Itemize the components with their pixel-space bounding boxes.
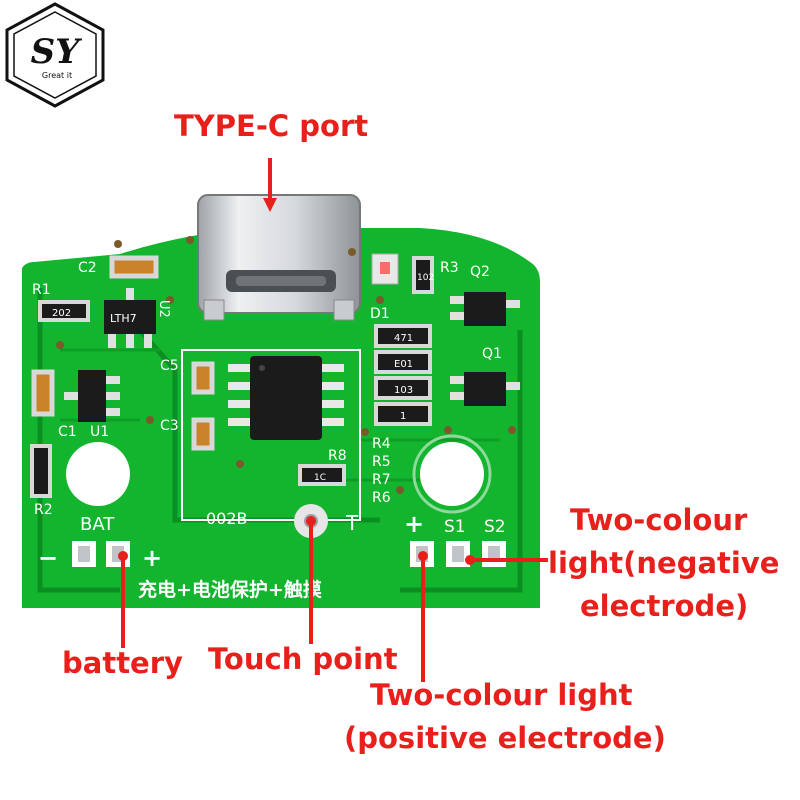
label-lth7: LTH7: [110, 312, 137, 325]
label-471: 471: [394, 333, 413, 344]
resistor-stack: [374, 324, 432, 426]
callout-lines: [121, 158, 548, 682]
pcb-board: [22, 194, 540, 608]
label-t: T: [345, 511, 359, 535]
label-q1: Q1: [482, 346, 502, 362]
transistor-q2: [450, 292, 520, 326]
label-r6: R6: [372, 490, 391, 506]
callout-touch-point: Touch point: [208, 642, 398, 676]
callout-light-negative-line2: light(negative: [548, 546, 780, 580]
label-bat-minus: −: [38, 544, 58, 572]
label-bat: BAT: [80, 514, 115, 535]
label-e01: E01: [394, 359, 413, 370]
callout-light-positive-line1: Two-colour light: [370, 678, 633, 712]
chip-u2: [104, 288, 156, 348]
mounting-hole-right: [420, 442, 484, 506]
capacitors: [31, 255, 215, 451]
label-c3: C3: [160, 418, 179, 434]
logo-monogram: SY: [31, 32, 83, 72]
label-r1: R1: [32, 282, 51, 298]
label-d1: D1: [370, 306, 390, 322]
label-bat-plus: +: [142, 544, 162, 572]
label-r4: R4: [372, 436, 391, 452]
label-c2: C2: [78, 260, 97, 276]
silkscreen: C2 R1 202 U2 LTH7 C5 C3 C1 U1 R2 R3 Q2 Q…: [32, 260, 506, 601]
label-u1: U1: [90, 424, 109, 440]
label-1c: 1C: [314, 473, 326, 483]
label-q2: Q2: [470, 264, 490, 280]
label-r5: R5: [372, 454, 391, 470]
callout-light-positive-line2: (positive electrode): [344, 721, 666, 755]
logo-tagline: Great it: [42, 71, 72, 80]
transistor-q1: [450, 372, 520, 406]
label-s1: S1: [444, 517, 466, 537]
label-u2: U2: [156, 300, 171, 318]
label-r3: R3: [440, 260, 459, 276]
label-board-id: 002B: [206, 509, 248, 528]
label-s2: S2: [484, 517, 506, 537]
label-1: 1: [400, 411, 406, 422]
label-chinese: 充电+电池保护+触摸: [138, 578, 322, 601]
label-c5: C5: [160, 358, 179, 374]
usb-c-port: [197, 194, 361, 321]
callout-type-c: TYPE-C port: [174, 109, 369, 143]
label-light-plus: +: [404, 510, 424, 538]
label-r7: R7: [372, 472, 391, 488]
mounting-hole-left: [66, 442, 130, 506]
brand-logo: SY Great it: [5, 2, 105, 108]
callout-light-negative-line3: electrode): [580, 589, 749, 623]
chip-u1: [64, 370, 120, 422]
callout-battery: battery: [62, 646, 183, 680]
label-r8: R8: [328, 448, 347, 464]
label-103: 103: [394, 385, 413, 396]
callout-light-negative-line1: Two-colour: [570, 503, 748, 537]
label-102: 102: [417, 273, 434, 283]
label-r2: R2: [34, 502, 53, 518]
main-ic: [228, 356, 344, 440]
label-202: 202: [52, 308, 71, 319]
label-c1: C1: [58, 424, 77, 440]
